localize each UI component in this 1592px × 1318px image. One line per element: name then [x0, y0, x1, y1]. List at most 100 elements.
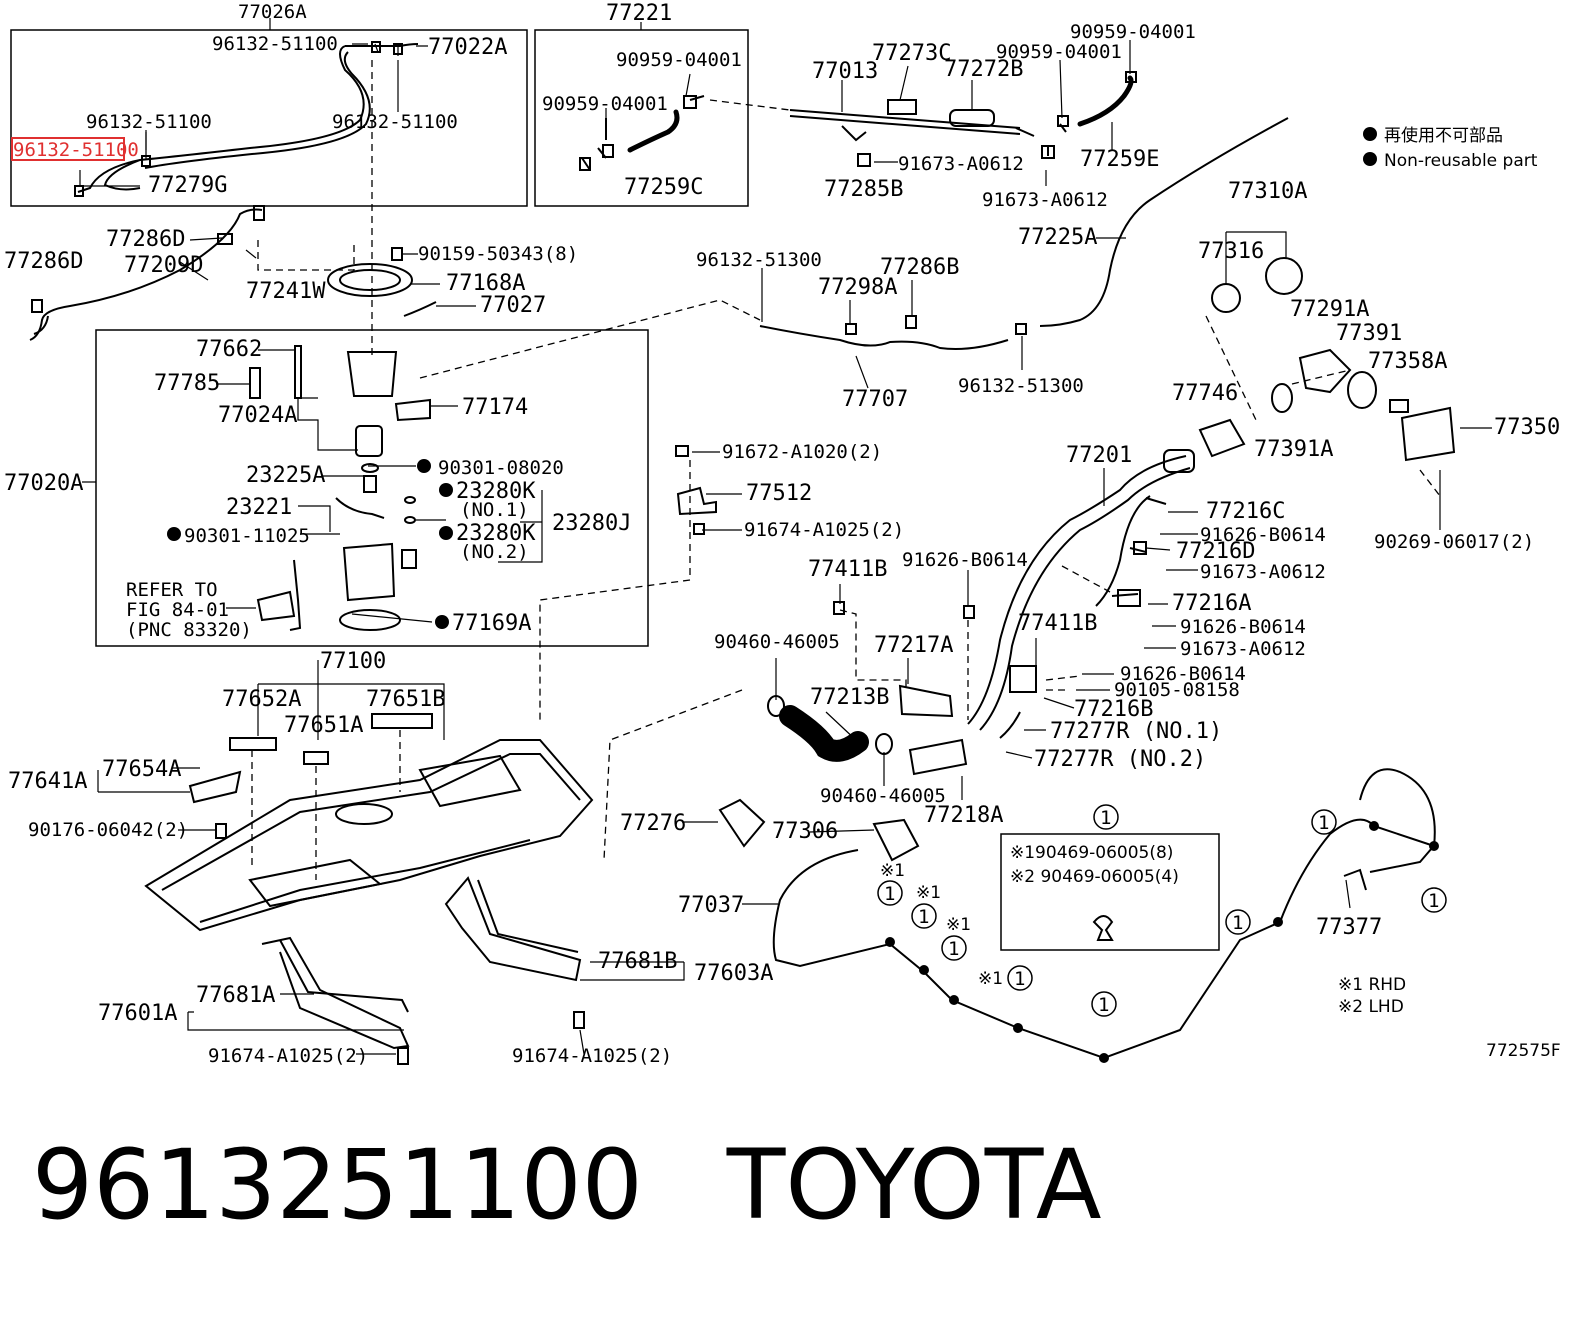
label: 77681A [196, 983, 275, 1008]
inlet-77291A [1298, 348, 1352, 394]
label: 77291A [1290, 297, 1369, 322]
part-23221 [335, 497, 385, 519]
label: 96132-51300 [958, 375, 1084, 397]
legend-box-line-1: ※190469-06005(8) [1010, 843, 1173, 863]
label: 77285B [824, 177, 903, 202]
label: 90959-04001 [616, 49, 742, 71]
bracket-77512 [676, 486, 717, 516]
hose-77259E [1077, 75, 1134, 127]
cable-77037 [772, 768, 1436, 1060]
part-labels: 77026A 96132-51100 77022A 96132-51100 96… [4, 1, 1561, 1067]
label: 90159-50343(8) [418, 243, 578, 265]
star-mark: ※1 [978, 969, 1003, 989]
label: 77601A [98, 1001, 177, 1026]
label: 77216B [1074, 697, 1153, 722]
label: 90959-04001 [996, 41, 1122, 63]
label: 77216D [1176, 539, 1255, 564]
pump-body [355, 425, 383, 457]
label: 77216C [1206, 499, 1285, 524]
ring-77391A [1271, 383, 1293, 413]
label: 77316 [1198, 239, 1264, 264]
hose-77213B [779, 705, 869, 762]
label: 77272B [944, 57, 1023, 82]
part-number: 9613251100 [32, 1129, 643, 1241]
refer-line-2: FIG 84-01 [126, 599, 229, 621]
label: 23280J [552, 511, 631, 536]
figure-code: 772575F [1486, 1041, 1561, 1061]
circle-number: 1 [1014, 968, 1025, 990]
label: 77310A [1228, 179, 1307, 204]
label: 96132-51100 [86, 111, 212, 133]
label: 77013 [812, 59, 878, 84]
part-77027 [403, 301, 437, 317]
label: 91626-B0614 [1200, 524, 1326, 546]
label: (NO.1) [460, 499, 529, 521]
part-77785 [249, 367, 261, 399]
label: 96132-51100 [212, 33, 338, 55]
pad-77651B [371, 713, 433, 729]
label: 77216A [1172, 591, 1251, 616]
clip-96132-51100-highlighted [74, 185, 84, 197]
clip-icon [1092, 915, 1114, 941]
label: 77286D [106, 227, 185, 252]
tube-77707 [759, 325, 1009, 350]
circle-number: 1 [1232, 912, 1243, 934]
pipe-77209D [29, 208, 263, 341]
label: 90301-11025 [184, 525, 310, 547]
ring-77391 [1347, 371, 1377, 409]
ring-77168A [327, 263, 413, 297]
star-mark: ※1 [946, 915, 971, 935]
label: 77100 [320, 649, 386, 674]
label: 77681B [598, 949, 677, 974]
strap-77681B [444, 876, 582, 982]
strap-77681A [261, 936, 410, 1050]
label: 96132-51300 [696, 249, 822, 271]
cap-77310A [1265, 257, 1303, 295]
label: 77298A [818, 275, 897, 300]
label: 91673-A0612 [1180, 638, 1306, 660]
label: 91626-B0614 [902, 549, 1028, 571]
gasket-77169A [339, 609, 401, 631]
clip-96132-51100-c [141, 155, 151, 167]
tube-77662 [294, 345, 302, 399]
fuel-tank-77100 [144, 739, 594, 932]
circle-number: 1 [948, 938, 959, 960]
label: 77225A [1018, 225, 1097, 250]
door-77350 [1400, 406, 1456, 462]
hose-77259C [627, 109, 680, 153]
label: 77037 [678, 893, 744, 918]
label: 77174 [462, 395, 528, 420]
part-77174 [394, 398, 431, 422]
label: 23280K [456, 479, 536, 504]
label: 91674-A1025(2) [208, 1045, 368, 1067]
label: 77201 [1066, 443, 1132, 468]
circle-number: 1 [1428, 890, 1439, 912]
star-mark: ※1 [916, 883, 941, 903]
legend-jp: 再使用不可部品 [1384, 125, 1503, 146]
label: 77027 [480, 293, 546, 318]
label: 90105-08158 [1114, 679, 1240, 701]
label: 77020A [4, 471, 83, 496]
label: 90959-04001 [1070, 21, 1196, 43]
label: 77218A [924, 803, 1003, 828]
label: 91674-A1025(2) [744, 519, 904, 541]
label: 23221 [226, 495, 292, 520]
part-77358A [1389, 399, 1409, 413]
label: 77286B [880, 255, 959, 280]
label: 77168A [446, 271, 525, 296]
highlighted-part-label: 96132-51100 [13, 139, 139, 161]
label: 77512 [746, 481, 812, 506]
non-reusable-dot-legend-en [1363, 152, 1377, 166]
label: 91673-A0612 [1200, 561, 1326, 583]
highlight-box [11, 137, 125, 161]
label: 77306 [772, 819, 838, 844]
part-77273C [887, 99, 917, 115]
circle-number: 1 [918, 906, 929, 928]
label: 90460-46005 [820, 785, 946, 807]
label: 77024A [218, 403, 297, 428]
parts-diagram: 77026A 96132-51100 77022A 96132-51100 96… [4, 1, 1561, 1067]
label: 90301-08020 [438, 457, 564, 479]
legend-box-line-2: ※2 90469-06005(4) [1010, 867, 1179, 887]
box-clip-legend [1000, 833, 1220, 951]
